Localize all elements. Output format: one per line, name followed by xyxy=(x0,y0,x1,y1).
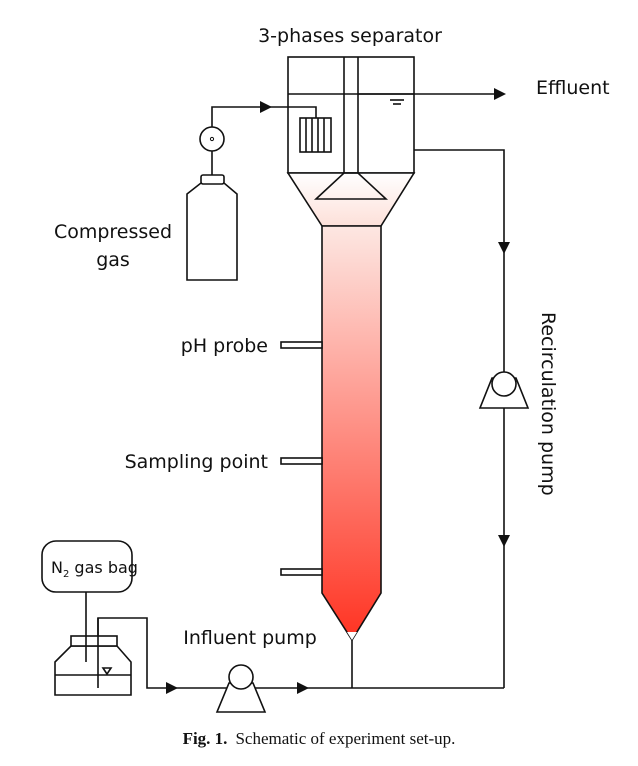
feed-bottle xyxy=(54,618,132,696)
liquid-level-icon xyxy=(101,667,113,676)
arrow-down-icon xyxy=(498,535,510,547)
arrow-right-icon xyxy=(494,88,506,100)
separator-label: 3-phases separator xyxy=(258,25,442,47)
reactor-column xyxy=(321,225,382,642)
reactor-hopper xyxy=(286,172,416,227)
svg-text:N2 gas bag: N2 gas bag xyxy=(51,558,138,580)
influent-pump-label: Influent pump xyxy=(183,627,317,649)
gas-bag-label-suffix: gas bag xyxy=(69,558,138,577)
gas-bag-label-prefix: N xyxy=(51,558,63,577)
effluent-label: Effluent xyxy=(536,77,610,99)
recirculation-line xyxy=(352,149,510,689)
arrow-right-icon xyxy=(260,101,272,113)
ph-probe-port xyxy=(280,341,323,349)
recirculation-pump-label: Recirculation pump xyxy=(537,312,559,496)
ph-probe-label: pH probe xyxy=(181,335,268,357)
compressed-gas-label-1: Compressed xyxy=(54,221,172,243)
sampling-point-label: Sampling point xyxy=(125,451,268,473)
caption-text: Schematic of experiment set-up. xyxy=(235,729,455,748)
arrow-right-icon xyxy=(297,682,309,694)
compressed-gas-label-2: gas xyxy=(96,249,130,271)
arrow-right-icon xyxy=(166,682,178,694)
influent-pump-icon xyxy=(215,664,267,713)
recirculation-pump-icon xyxy=(478,371,530,409)
bottom-port xyxy=(280,568,323,576)
arrow-down-icon xyxy=(498,242,510,254)
caption-label: Fig. 1. xyxy=(183,729,228,748)
sampling-port xyxy=(280,457,323,465)
pressure-gauge-icon xyxy=(199,126,225,152)
compressed-gas-cylinder xyxy=(186,101,317,281)
gas-diffuser-icon xyxy=(299,117,332,153)
n2-gas-bag: N2 gas bag xyxy=(41,540,138,662)
gas-bag-label-subscript: 2 xyxy=(63,569,69,580)
effluent-line xyxy=(358,88,506,100)
figure-caption: Fig. 1. Schematic of experiment set-up. xyxy=(183,729,456,748)
three-phase-separator xyxy=(287,56,415,174)
